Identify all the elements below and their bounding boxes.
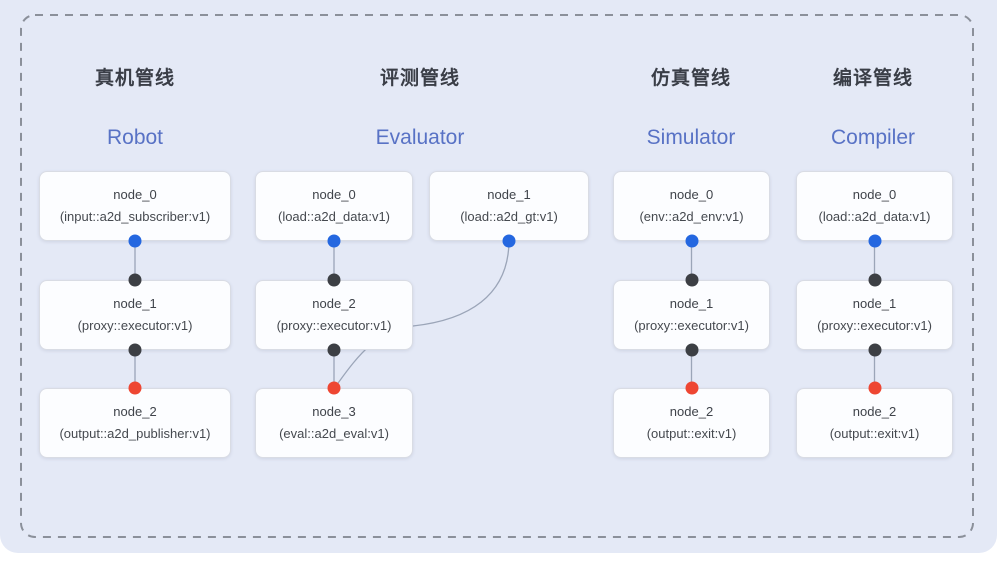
pipeline-title-en: Compiler [830,126,916,149]
node-name: node_2 [312,296,356,311]
pipeline-title-zh: 真机管线 [94,68,175,89]
pipeline-title-en: Robot [106,126,164,149]
header-simulator: 仿真管线 Simulator [591,63,791,150]
port-junction-dot [128,343,142,357]
node-name: node_1 [852,296,897,311]
port-junction-dot [128,273,142,287]
node-type: (output::exit:v1) [646,426,737,441]
node-name: node_1 [487,187,531,202]
node-type: (output::a2d_publisher:v1) [59,426,211,441]
port-output-dot [502,234,516,248]
node-type: (output::exit:v1) [829,426,920,441]
header-robot: 真机管线 Robot [35,63,235,150]
port-input-dot [128,381,142,395]
node-box-comp-node2[interactable]: node_2 (output::exit:v1) [796,388,953,458]
node-box-eval-node0[interactable]: node_0 (load::a2d_data:v1) [255,171,413,241]
node-box-sim-node0[interactable]: node_0 (env::a2d_env:v1) [613,171,770,241]
node-name: node_1 [113,296,157,311]
node-type: (load::a2d_gt:v1) [460,209,558,224]
node-type: (proxy::executor:v1) [77,318,193,333]
pipeline-title-zh: 评测管线 [379,68,460,89]
pipeline-title-zh: 编译管线 [832,68,913,89]
node-box-robot-node1[interactable]: node_1 (proxy::executor:v1) [39,280,231,350]
node-type: (input::a2d_subscriber:v1) [59,209,211,224]
node-type: (proxy::executor:v1) [634,318,749,333]
port-output-dot [128,234,142,248]
node-box-eval-node1[interactable]: node_1 (load::a2d_gt:v1) [429,171,589,241]
node-box-eval-node2[interactable]: node_2 (proxy::executor:v1) [255,280,413,350]
header-evaluator: 评测管线 Evaluator [320,63,520,150]
port-input-dot [685,381,698,395]
port-junction-dot [685,273,698,287]
node-name: node_0 [113,187,157,202]
node-type: (load::a2d_data:v1) [277,209,391,224]
node-type: (proxy::executor:v1) [276,318,392,333]
port-output-dot [868,234,881,248]
node-name: node_0 [852,187,897,202]
node-box-sim-node1[interactable]: node_1 (proxy::executor:v1) [613,280,770,350]
node-box-robot-node0[interactable]: node_0 (input::a2d_subscriber:v1) [39,171,231,241]
pipeline-title-en: Evaluator [375,126,465,149]
pipeline-title-zh: 仿真管线 [650,68,731,89]
port-junction-dot [685,343,698,357]
node-name: node_3 [312,404,356,419]
port-junction-dot [327,273,341,287]
node-name: node_1 [669,296,714,311]
port-input-dot [868,381,881,395]
node-box-comp-node1[interactable]: node_1 (proxy::executor:v1) [796,280,953,350]
node-name: node_2 [113,404,157,419]
node-box-robot-node2[interactable]: node_2 (output::a2d_publisher:v1) [39,388,231,458]
node-name: node_2 [852,404,897,419]
node-type: (load::a2d_data:v1) [818,209,931,224]
node-name: node_0 [312,187,356,202]
port-junction-dot [868,343,881,357]
port-output-dot [685,234,698,248]
node-box-eval-node3[interactable]: node_3 (eval::a2d_eval:v1) [255,388,413,458]
node-type: (proxy::executor:v1) [817,318,932,333]
header-compiler: 编译管线 Compiler [773,63,973,150]
port-input-dot [327,381,341,395]
node-name: node_0 [669,187,714,202]
node-name: node_2 [669,404,714,419]
pipeline-title-en: Simulator [646,126,736,149]
port-junction-dot [327,343,341,357]
port-junction-dot [868,273,881,287]
node-type: (eval::a2d_eval:v1) [279,426,389,441]
port-output-dot [327,234,341,248]
node-box-comp-node0[interactable]: node_0 (load::a2d_data:v1) [796,171,953,241]
node-box-sim-node2[interactable]: node_2 (output::exit:v1) [613,388,770,458]
node-type: (env::a2d_env:v1) [639,209,744,224]
